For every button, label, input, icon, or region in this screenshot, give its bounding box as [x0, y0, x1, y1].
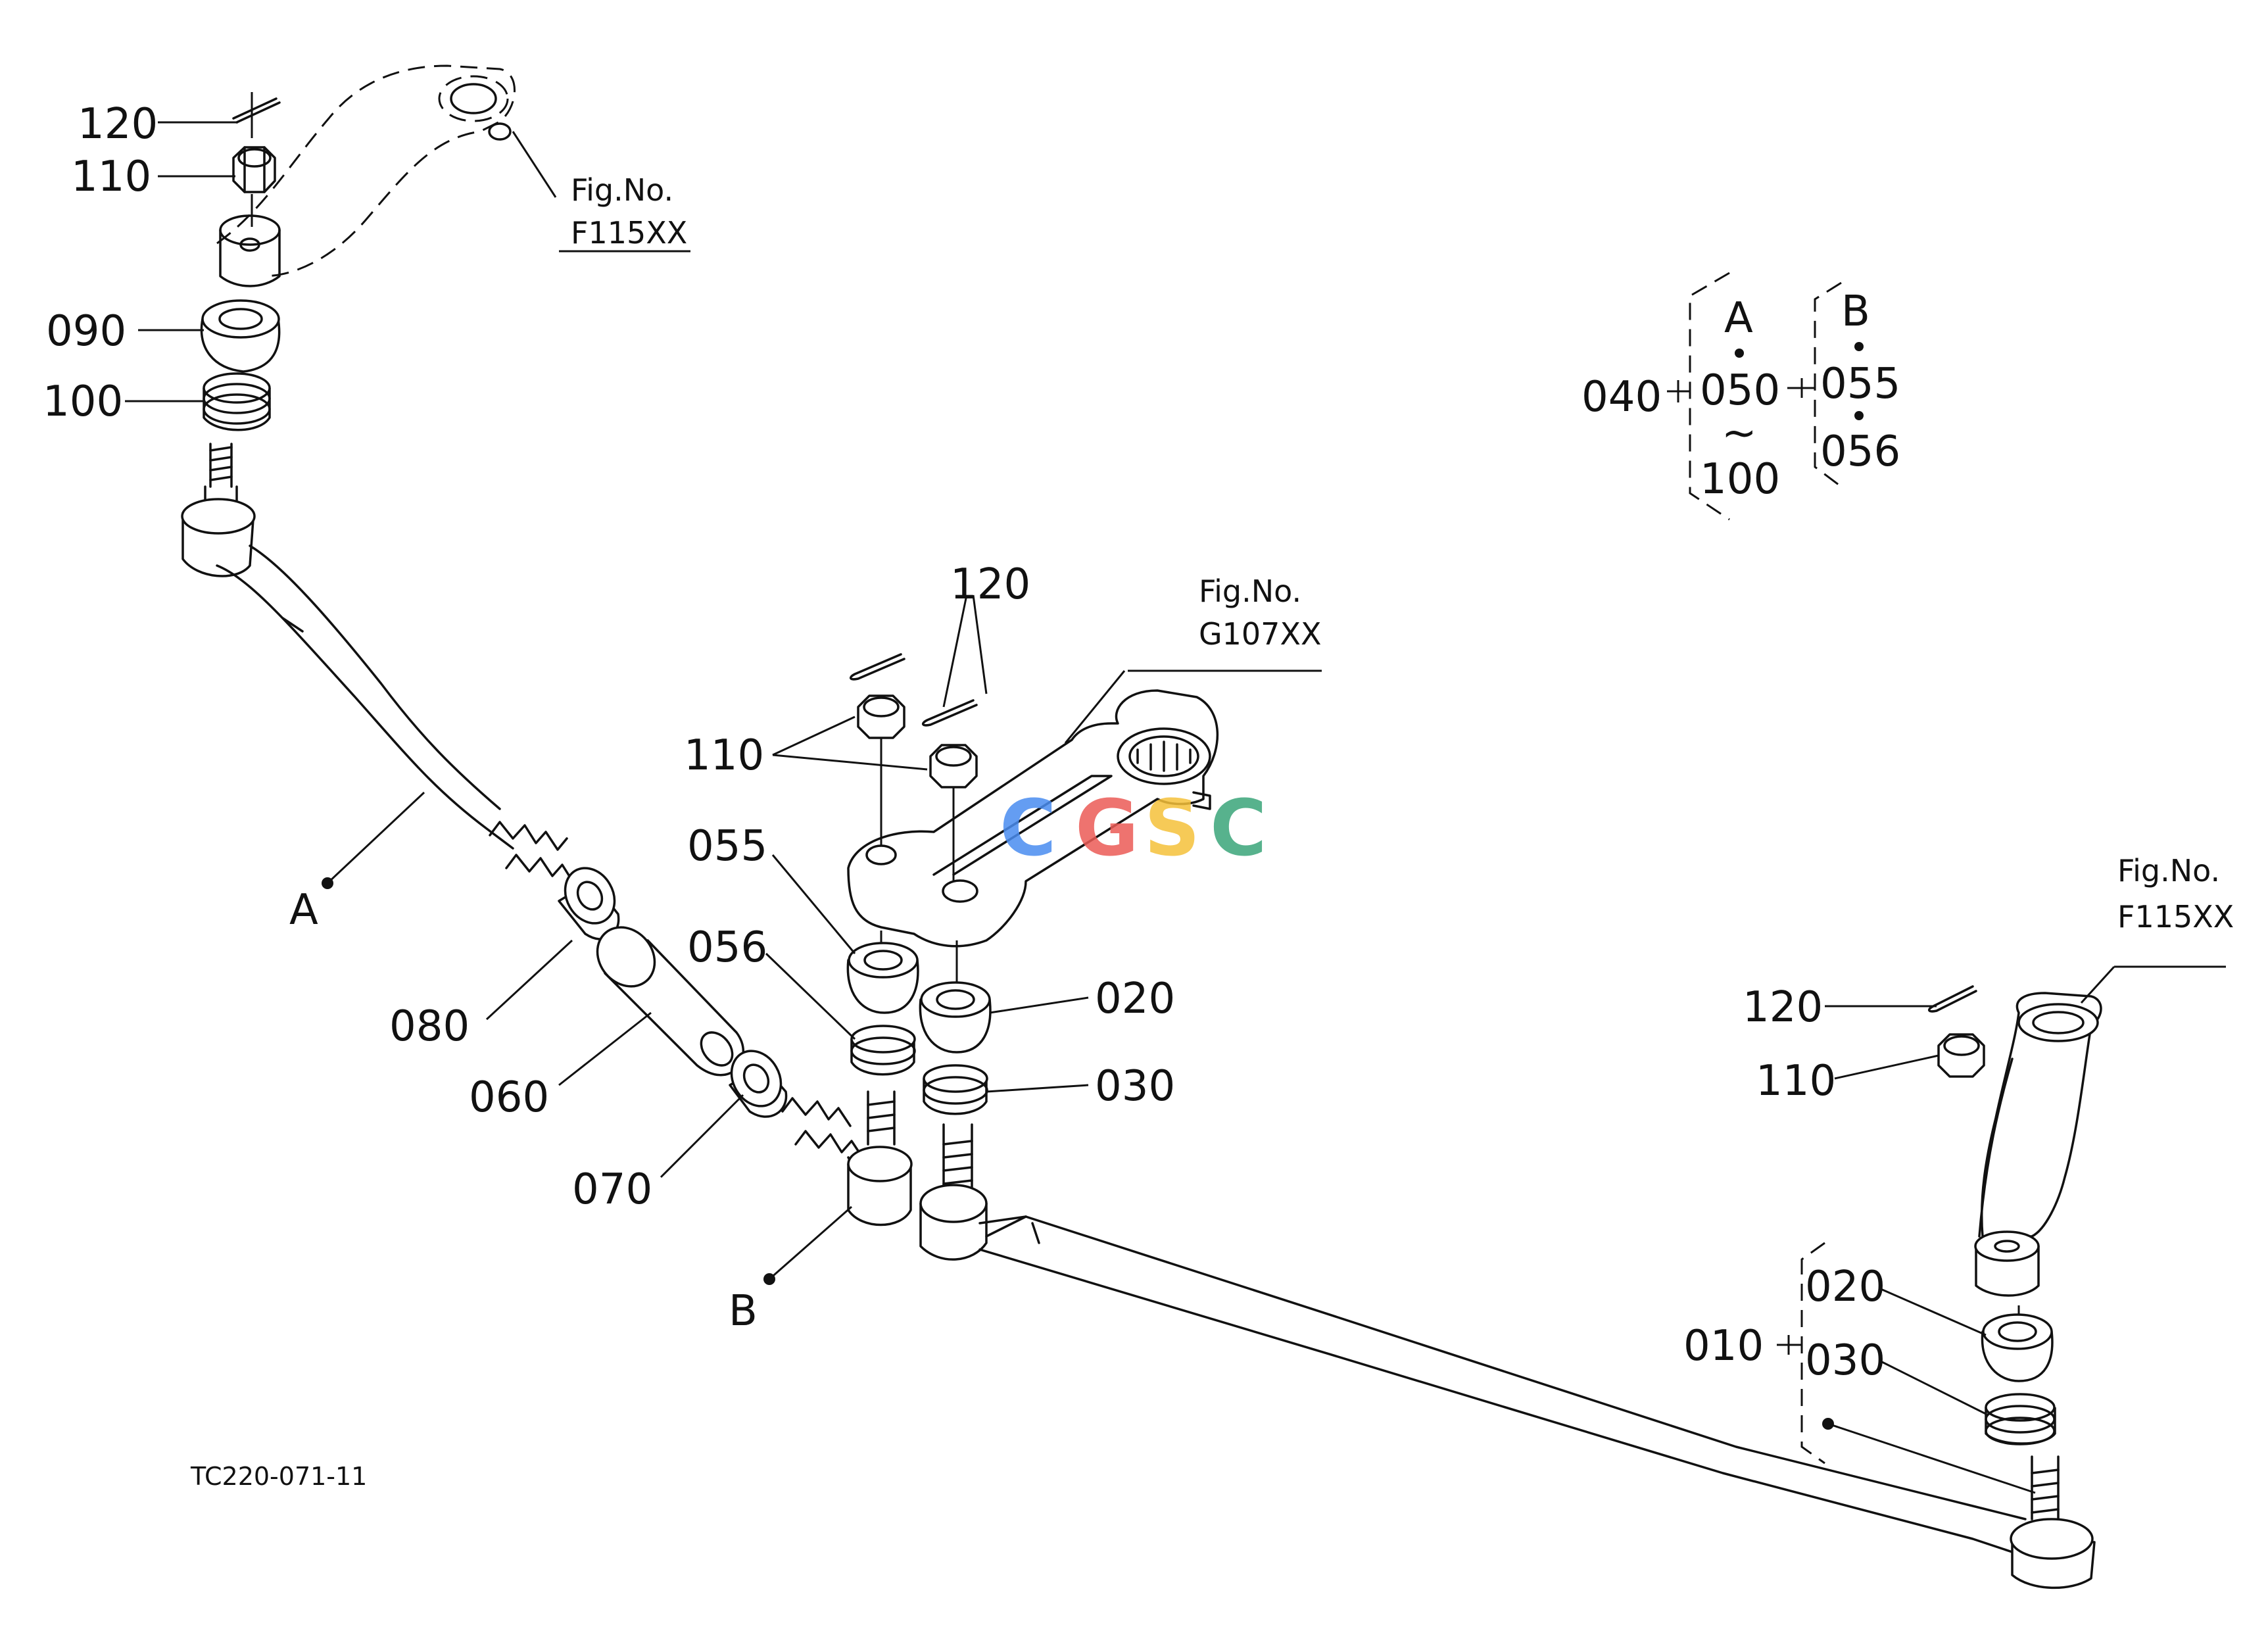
callout-060: 060	[469, 1073, 549, 1122]
callout-120-right: 120	[1743, 983, 1823, 1032]
callout-055: 055	[687, 822, 767, 871]
callout-056: 056	[687, 923, 767, 972]
callout-020-center: 020	[1095, 975, 1175, 1023]
legend-056: 056	[1820, 427, 1900, 476]
cotter-pin-center-right	[922, 699, 978, 727]
knuckle-arm-right	[1974, 992, 2102, 1297]
watermark-letter-2: G	[1075, 783, 1139, 873]
callout-110-top: 110	[71, 153, 151, 201]
tie-rod-end-center-right	[919, 1123, 988, 1261]
dust-cover-020-center	[919, 981, 992, 1054]
callout-030-right: 030	[1805, 1336, 1885, 1385]
group-010-bracket	[1800, 1242, 1825, 1465]
dust-cover-055	[846, 942, 919, 1014]
callout-080: 080	[389, 1002, 470, 1051]
callout-120-center: 120	[950, 560, 1030, 609]
legend-a: A	[1724, 294, 1753, 343]
drawing-code: TC220-071-11	[190, 1462, 367, 1491]
fig-ref-top-line1: Fig.No.	[571, 172, 673, 208]
fig-ref-right-line2: F115XX	[2117, 899, 2234, 934]
legend-040: 040	[1581, 373, 1662, 422]
tie-rod-end-top-left	[181, 443, 514, 850]
tie-rod-end-b	[847, 1090, 913, 1226]
callout-010: 010	[1683, 1322, 1764, 1371]
point-b-dot	[763, 1273, 775, 1285]
legend-b: B	[1841, 287, 1870, 336]
fig-ref-mid-line2: G107XX	[1199, 616, 1321, 652]
cotter-pin-center-left	[850, 653, 905, 681]
callout-110-right: 110	[1756, 1057, 1836, 1105]
tie-rod-end-right	[2010, 1455, 2096, 1589]
fig-ref-top-line2: F115XX	[571, 215, 687, 251]
clip-ring-top	[203, 372, 271, 431]
castle-nut-top	[232, 146, 276, 193]
castle-nut-center-right	[929, 744, 978, 789]
legend-100: 100	[1700, 455, 1780, 504]
watermark-letter-4: C	[1210, 783, 1267, 873]
legend-brackets	[1667, 272, 1864, 521]
clip-ring-030-center	[923, 1064, 988, 1115]
point-a-dot	[322, 877, 333, 889]
callout-020-right: 020	[1805, 1263, 1885, 1311]
castle-nut-center-left	[857, 694, 905, 739]
castle-nut-right	[1937, 1033, 1985, 1078]
watermark-letter-3: S	[1144, 783, 1200, 873]
threaded-end-a	[489, 821, 575, 884]
tie-rod-long	[978, 1215, 2027, 1553]
fig-ref-mid-line1: Fig.No.	[1199, 573, 1301, 609]
clip-ring-030-right	[1985, 1393, 2056, 1445]
pitman-arm-center	[847, 689, 1219, 948]
knuckle-arm-top-left	[216, 64, 516, 287]
cotter-pin-top	[232, 97, 281, 124]
fig-ref-right-line1: Fig.No.	[2117, 853, 2220, 888]
watermark-letter-1: C	[1000, 783, 1057, 873]
sleeve-060	[596, 926, 744, 1077]
watermark-logo: C G S C	[1000, 783, 1267, 873]
callout-120-top: 120	[78, 100, 158, 149]
callout-110-center: 110	[684, 731, 764, 780]
callout-030-center: 030	[1095, 1062, 1175, 1111]
group-010-dot	[1822, 1418, 1834, 1430]
leader-lines	[125, 121, 2226, 1494]
legend-050: 050	[1700, 366, 1780, 415]
legend-tilde: ~	[1722, 409, 1757, 458]
dust-cover-top	[200, 299, 281, 373]
dust-cover-020-right	[1981, 1313, 2054, 1382]
cotter-pin-right	[1928, 985, 1977, 1013]
callout-090: 090	[46, 307, 126, 356]
clip-ring-056	[850, 1025, 916, 1076]
label-a: A	[289, 886, 318, 934]
label-b: B	[729, 1287, 758, 1336]
legend-055: 055	[1820, 360, 1900, 408]
callout-100: 100	[43, 377, 123, 426]
locknut-070	[729, 1050, 788, 1118]
callout-070: 070	[572, 1165, 652, 1214]
